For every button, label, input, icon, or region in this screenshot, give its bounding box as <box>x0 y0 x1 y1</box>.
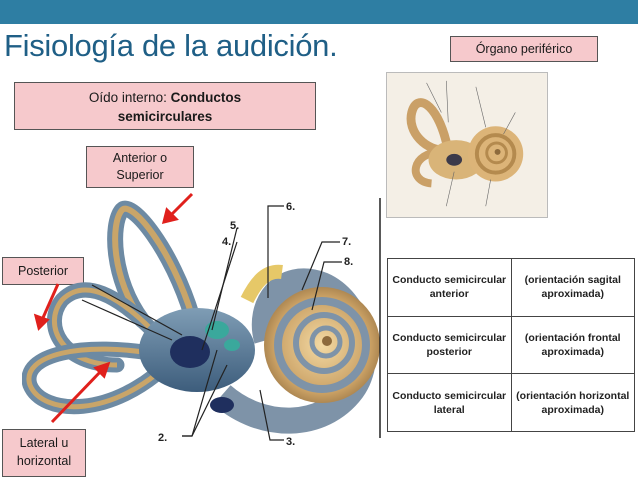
orient-line2: aproximada) <box>541 403 604 416</box>
oido-interno-box: Oído interno: Conductos semicirculares <box>14 82 316 130</box>
lateral-line1: Lateral u <box>19 436 69 450</box>
posterior-label: Posterior <box>2 257 84 285</box>
figure-number-5: 5. <box>230 220 240 232</box>
figure-number-7: 7. <box>342 236 352 248</box>
anterior-line2: Superior <box>116 168 164 182</box>
orient-line1: (orientación sagital <box>524 274 621 287</box>
organ-label: Órgano periférico <box>450 36 598 62</box>
orient-line2: aproximada) <box>541 288 604 301</box>
canal-line2: lateral <box>433 403 465 416</box>
slide-title: Fisiología de la audición. <box>4 28 338 63</box>
lateral-label: Lateral u horizontal <box>2 429 86 477</box>
canal-line2: posterior <box>426 345 472 358</box>
canal-line2: anterior <box>429 288 469 301</box>
oido-bold-1: Conductos <box>170 90 242 105</box>
anterior-line1: Anterior o <box>112 151 168 165</box>
oido-prefix: Oído interno: <box>88 90 167 105</box>
canal-line1: Conducto semicircular <box>392 389 507 402</box>
figure-number-6: 6. <box>286 201 296 213</box>
figure-number-8: 8. <box>344 256 354 268</box>
figure-number-2: 2. <box>158 432 168 444</box>
peripheral-organ-image <box>386 72 548 218</box>
anterior-label: Anterior o Superior <box>86 146 194 188</box>
inner-ear-illustration <box>22 192 381 441</box>
oido-bold-2: semicirculares <box>117 109 213 124</box>
top-bar <box>0 0 638 24</box>
orient-line2: aproximada) <box>541 345 604 358</box>
arrow-icon <box>33 192 194 424</box>
canal-line1: Conducto semicircular <box>392 274 507 287</box>
orient-line1: (orientación horizontal <box>516 389 630 402</box>
orient-line1: (orientación frontal <box>524 331 621 344</box>
canal-line1: Conducto semicircular <box>392 331 507 344</box>
figure-number-4: 4. <box>222 236 232 248</box>
lateral-line2: horizontal <box>16 454 72 468</box>
figure-number-3: 3. <box>286 436 296 448</box>
